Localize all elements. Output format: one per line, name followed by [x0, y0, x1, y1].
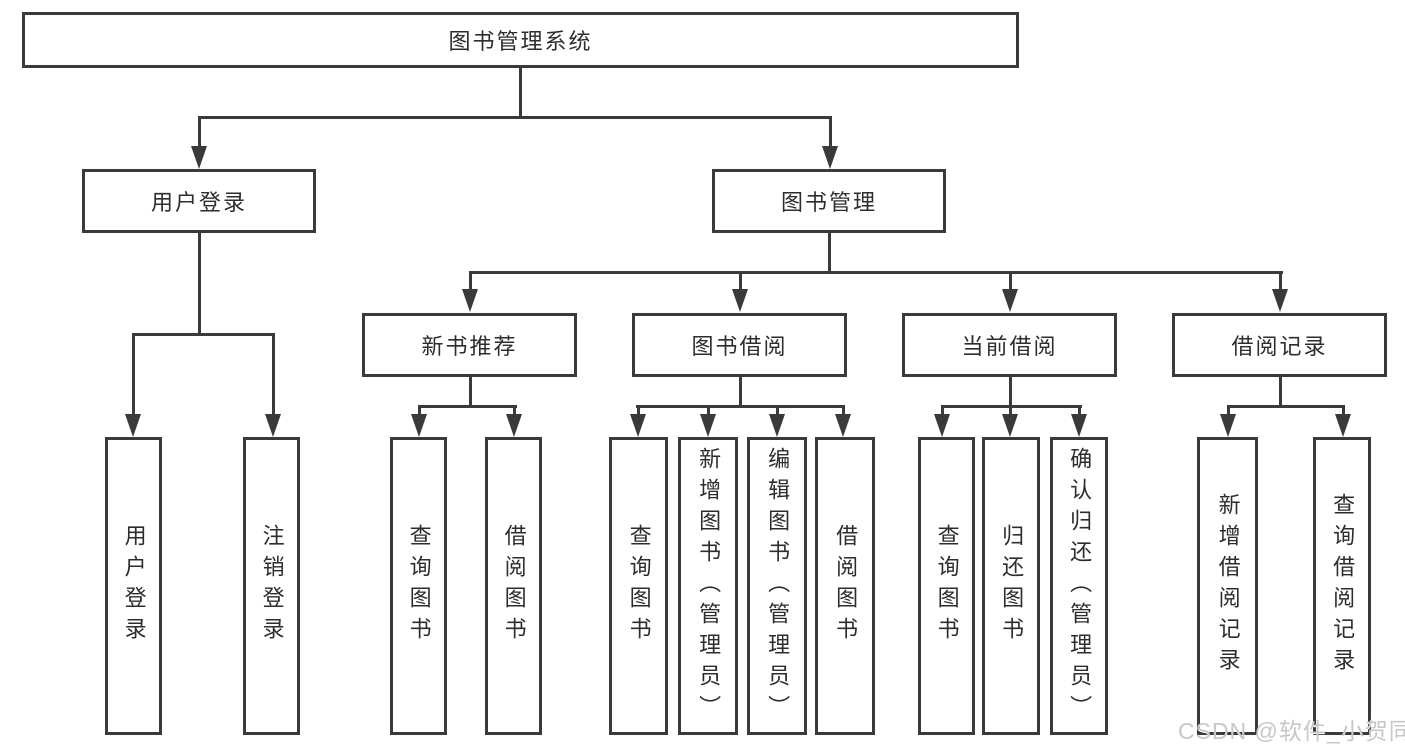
leaf-current-query-book-label: 查询图书: [934, 524, 960, 648]
arrow-down-icon: [769, 414, 785, 437]
node-new-book-recommend: 新书推荐: [362, 313, 577, 377]
leaf-borrow-query-book: 查询图书: [609, 437, 668, 735]
leaf-borrow-add-book-admin-label: 新增图书（管理员）: [696, 446, 722, 726]
arrow-down-icon: [822, 146, 838, 169]
node-book-management-label: 图书管理: [780, 190, 877, 215]
node-user-login-label: 用户登录: [150, 190, 247, 215]
connector-line: [272, 333, 275, 417]
connector-line: [1009, 375, 1012, 408]
arrow-down-icon: [1335, 414, 1351, 437]
node-current-borrow-label: 当前借阅: [961, 334, 1058, 359]
leaf-current-query-book: 查询图书: [918, 437, 975, 735]
leaf-borrow-query-book-label: 查询图书: [626, 524, 652, 648]
arrow-down-icon: [265, 414, 281, 437]
connector-line: [739, 271, 742, 292]
arrow-down-icon: [462, 289, 478, 312]
connector-line: [1009, 405, 1012, 418]
arrow-down-icon: [1272, 289, 1288, 312]
node-book-management: 图书管理: [712, 169, 946, 233]
connector-line: [198, 231, 201, 335]
connector-line: [941, 405, 944, 418]
arrow-down-icon: [125, 414, 141, 437]
leaf-current-confirm-return-admin-label: 确认归还（管理员）: [1067, 446, 1093, 726]
leaf-current-return-book-label: 归还图书: [999, 524, 1025, 648]
node-borrow-record: 借阅记录: [1172, 313, 1387, 377]
connector-line: [1227, 405, 1345, 408]
connector-line: [739, 375, 742, 408]
arrow-down-icon: [1002, 289, 1018, 312]
leaf-recommend-borrow-book: 借阅图书: [485, 437, 542, 735]
connector-line: [636, 405, 845, 408]
arrow-down-icon: [934, 414, 950, 437]
connector-line: [1227, 405, 1230, 418]
leaf-borrow-add-book-admin: 新增图书（管理员）: [678, 437, 738, 735]
leaf-user-login-label: 用户登录: [121, 524, 147, 648]
leaf-logout-label: 注销登录: [259, 524, 285, 648]
node-new-book-recommend-label: 新书推荐: [421, 334, 518, 359]
leaf-record-query-borrow-record: 查询借阅记录: [1313, 437, 1371, 735]
connector-line: [829, 116, 832, 149]
arrow-down-icon: [835, 414, 851, 437]
connector-line: [1342, 405, 1345, 418]
node-borrow-record-label: 借阅记录: [1231, 334, 1328, 359]
node-user-login: 用户登录: [82, 169, 316, 233]
leaf-logout: 注销登录: [243, 437, 300, 735]
connector-line: [637, 405, 640, 418]
arrow-down-icon: [411, 414, 427, 437]
arrow-down-icon: [1220, 414, 1236, 437]
leaf-borrow-edit-book-admin: 编辑图书（管理员）: [747, 437, 807, 735]
leaf-current-confirm-return-admin: 确认归还（管理员）: [1050, 437, 1108, 735]
connector-line: [469, 375, 472, 408]
connector-line: [418, 405, 517, 408]
connector-line: [418, 405, 421, 418]
leaf-record-add-borrow-record-label: 新增借阅记录: [1215, 493, 1241, 679]
connector-line: [519, 67, 522, 118]
leaf-recommend-query-book-label: 查询图书: [406, 524, 432, 648]
csdn-watermark: CSDN @软件_小贺同学: [1178, 718, 1405, 744]
arrow-down-icon: [732, 289, 748, 312]
leaf-borrow-borrow-book: 借阅图书: [815, 437, 875, 735]
connector-line: [1279, 271, 1282, 292]
leaf-user-login: 用户登录: [105, 437, 162, 735]
connector-line: [469, 271, 472, 292]
connector-line: [1078, 405, 1081, 418]
connector-line: [132, 333, 275, 336]
connector-line: [132, 333, 135, 417]
leaf-recommend-query-book: 查询图书: [390, 437, 447, 735]
connector-line: [513, 405, 516, 418]
connector-line: [828, 231, 831, 273]
connector-line: [469, 271, 1283, 274]
connector-line: [198, 116, 832, 119]
node-book-borrow: 图书借阅: [632, 313, 847, 377]
node-root: 图书管理系统: [22, 12, 1019, 68]
arrow-down-icon: [506, 414, 522, 437]
node-book-borrow-label: 图书借阅: [691, 334, 788, 359]
node-current-borrow: 当前借阅: [902, 313, 1117, 377]
leaf-record-query-borrow-record-label: 查询借阅记录: [1330, 493, 1356, 679]
connector-line: [198, 116, 201, 149]
node-root-label: 图书管理系统: [448, 29, 593, 54]
arrow-down-icon: [191, 146, 207, 169]
arrow-down-icon: [1002, 414, 1018, 437]
leaf-current-return-book: 归还图书: [982, 437, 1040, 735]
connector-line: [776, 405, 779, 418]
leaf-borrow-edit-book-admin-label: 编辑图书（管理员）: [765, 446, 791, 726]
connector-line: [842, 405, 845, 418]
arrow-down-icon: [1071, 414, 1087, 437]
arrow-down-icon: [700, 414, 716, 437]
arrow-down-icon: [630, 414, 646, 437]
leaf-record-add-borrow-record: 新增借阅记录: [1197, 437, 1258, 735]
connector-line: [1009, 271, 1012, 292]
leaf-borrow-borrow-book-label: 借阅图书: [833, 524, 859, 648]
connector-line: [1279, 375, 1282, 408]
connector-line: [707, 405, 710, 418]
leaf-recommend-borrow-book-label: 借阅图书: [501, 524, 527, 648]
